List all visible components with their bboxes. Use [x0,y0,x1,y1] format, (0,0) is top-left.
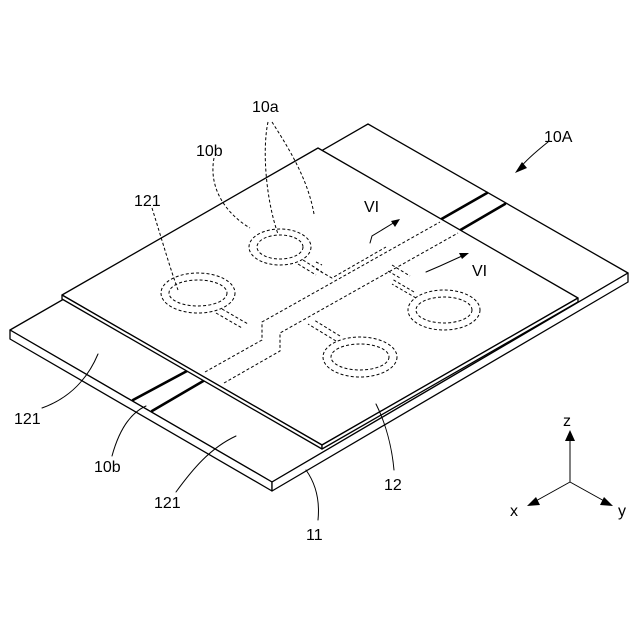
label-10A: 10A [544,129,573,146]
label-11: 11 [306,527,323,544]
axis-y-label: y [618,503,626,520]
axis-z-label: z [563,413,571,430]
z-arrowhead [565,430,575,441]
label-VI-top: VI [364,199,379,216]
label-121-left: 121 [14,411,41,428]
leader-11 [306,470,319,520]
axis-x-label: x [510,503,518,520]
x-arrowhead [527,497,540,506]
axis-triad: z x y [510,413,626,520]
label-12: 12 [384,477,402,494]
label-VI-right: VI [472,263,487,280]
y-arrowhead [600,497,613,506]
label-121-top: 121 [134,193,161,210]
label-10b-bottom: 10b [94,459,121,476]
label-121-bottom: 121 [154,495,181,512]
label-10a: 10a [252,99,279,116]
arrow-10A [515,162,527,173]
label-10b-top: 10b [196,143,223,160]
